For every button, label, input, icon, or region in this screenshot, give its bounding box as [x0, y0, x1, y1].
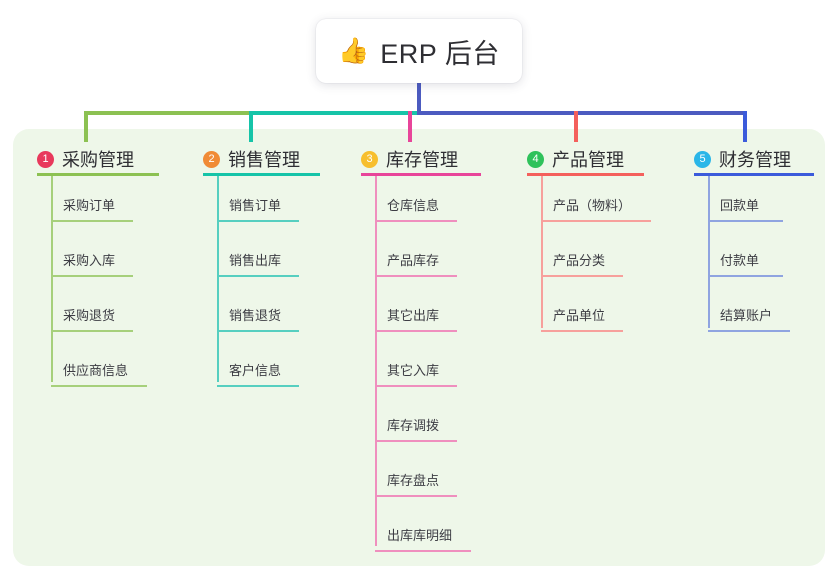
columns-container: 1 采购管理采购订单采购入库采购退货供应商信息 2 销售管理销售订单销售出库销售退货客… — [13, 129, 825, 566]
leaf-node-label: 采购订单 — [63, 198, 116, 213]
leaf-node[interactable]: 销售订单 — [217, 195, 299, 222]
leaf-node-rule — [375, 495, 457, 497]
column-badge-5: 5 — [694, 150, 711, 168]
leaf-node-label: 付款单 — [720, 253, 760, 268]
leaf-node-label: 出库库明细 — [387, 528, 453, 543]
leaf-node-label: 库存调拨 — [387, 418, 440, 433]
leaf-node[interactable]: 采购退货 — [51, 305, 133, 332]
leaf-node-label: 采购退货 — [63, 308, 116, 323]
leaf-node[interactable]: 回款单 — [708, 195, 783, 222]
column-spine-1 — [51, 176, 53, 382]
root-node-title: ERP 后台 — [380, 38, 500, 69]
column-spine-3 — [375, 176, 377, 546]
leaf-node[interactable]: 产品单位 — [541, 305, 623, 332]
leaf-node[interactable]: 采购订单 — [51, 195, 133, 222]
leaf-node-rule — [217, 330, 299, 332]
leaf-node-rule — [375, 275, 457, 277]
column-header-1[interactable]: 1 采购管理 — [37, 146, 134, 172]
leaf-node[interactable]: 产品分类 — [541, 250, 623, 277]
leaf-node[interactable]: 产品库存 — [375, 250, 457, 277]
leaf-node-rule — [217, 275, 299, 277]
leaf-node-label: 产品（物料） — [553, 198, 632, 213]
leaf-node-label: 销售出库 — [229, 253, 282, 268]
leaf-node[interactable]: 采购入库 — [51, 250, 133, 277]
leaf-node-rule — [541, 330, 623, 332]
column-badge-2: 2 — [203, 150, 220, 168]
diagram-panel — [13, 129, 825, 566]
leaf-node-rule — [375, 385, 457, 387]
leaf-node-rule — [375, 550, 471, 552]
leaf-node-rule — [375, 440, 457, 442]
leaf-node-rule — [217, 385, 299, 387]
leaf-node-rule — [51, 385, 147, 387]
column-header-2[interactable]: 2 销售管理 — [203, 146, 300, 172]
leaf-node-rule — [375, 220, 457, 222]
leaf-node[interactable]: 出库库明细 — [375, 525, 471, 552]
leaf-node-rule — [51, 330, 133, 332]
leaf-node-rule — [217, 220, 299, 222]
leaf-node[interactable]: 客户信息 — [217, 360, 299, 387]
root-node-card[interactable]: 👍 ERP 后台 — [316, 19, 522, 83]
column-badge-1: 1 — [37, 150, 54, 168]
leaf-node[interactable]: 仓库信息 — [375, 195, 457, 222]
leaf-node-label: 库存盘点 — [387, 473, 440, 488]
leaf-node[interactable]: 库存调拨 — [375, 415, 457, 442]
column-badge-4: 4 — [527, 150, 544, 168]
leaf-node-label: 回款单 — [720, 198, 760, 213]
column-header-rule-3 — [361, 173, 481, 176]
leaf-node[interactable]: 销售退货 — [217, 305, 299, 332]
leaf-node-rule — [708, 330, 790, 332]
column-header-rule-4 — [527, 173, 644, 176]
column-header-4[interactable]: 4 产品管理 — [527, 146, 624, 172]
leaf-node-label: 结算账户 — [720, 308, 773, 323]
column-spine-2 — [217, 176, 219, 382]
column-header-3[interactable]: 3 库存管理 — [361, 146, 458, 172]
root-node-content: 👍 ERP 后台 — [338, 32, 500, 71]
column-header-rule-1 — [37, 173, 159, 176]
leaf-node-rule — [541, 220, 651, 222]
column-title-4: 产品管理 — [552, 150, 624, 170]
leaf-node-label: 销售退货 — [229, 308, 282, 323]
column-header-rule-5 — [694, 173, 814, 176]
column-header-rule-2 — [203, 173, 320, 176]
column-title-1: 采购管理 — [62, 150, 134, 170]
leaf-node-label: 采购入库 — [63, 253, 116, 268]
column-header-5[interactable]: 5 财务管理 — [694, 146, 791, 172]
column-title-3: 库存管理 — [386, 150, 458, 170]
leaf-node-label: 其它入库 — [387, 363, 440, 378]
leaf-node[interactable]: 供应商信息 — [51, 360, 147, 387]
leaf-node-label: 产品分类 — [553, 253, 606, 268]
leaf-node[interactable]: 结算账户 — [708, 305, 790, 332]
column-badge-3: 3 — [361, 150, 378, 168]
leaf-node-rule — [375, 330, 457, 332]
leaf-node-label: 产品单位 — [553, 308, 606, 323]
leaf-node-label: 客户信息 — [229, 363, 282, 378]
leaf-node-rule — [51, 275, 133, 277]
leaf-node-label: 产品库存 — [387, 253, 440, 268]
leaf-node-rule — [708, 220, 783, 222]
leaf-node-label: 销售订单 — [229, 198, 282, 213]
leaf-node-rule — [708, 275, 783, 277]
leaf-node[interactable]: 销售出库 — [217, 250, 299, 277]
leaf-node-label: 供应商信息 — [63, 363, 129, 378]
leaf-node-label: 其它出库 — [387, 308, 440, 323]
leaf-node[interactable]: 其它出库 — [375, 305, 457, 332]
leaf-node[interactable]: 库存盘点 — [375, 470, 457, 497]
column-spine-4 — [541, 176, 543, 328]
leaf-node[interactable]: 产品（物料） — [541, 195, 651, 222]
column-title-2: 销售管理 — [228, 150, 300, 170]
leaf-node[interactable]: 付款单 — [708, 250, 783, 277]
column-title-5: 财务管理 — [719, 150, 791, 170]
leaf-node-label: 仓库信息 — [387, 198, 440, 213]
column-spine-5 — [708, 176, 710, 328]
thumbs-up-icon: 👍 — [338, 36, 370, 65]
leaf-node-rule — [541, 275, 623, 277]
leaf-node-rule — [51, 220, 133, 222]
leaf-node[interactable]: 其它入库 — [375, 360, 457, 387]
